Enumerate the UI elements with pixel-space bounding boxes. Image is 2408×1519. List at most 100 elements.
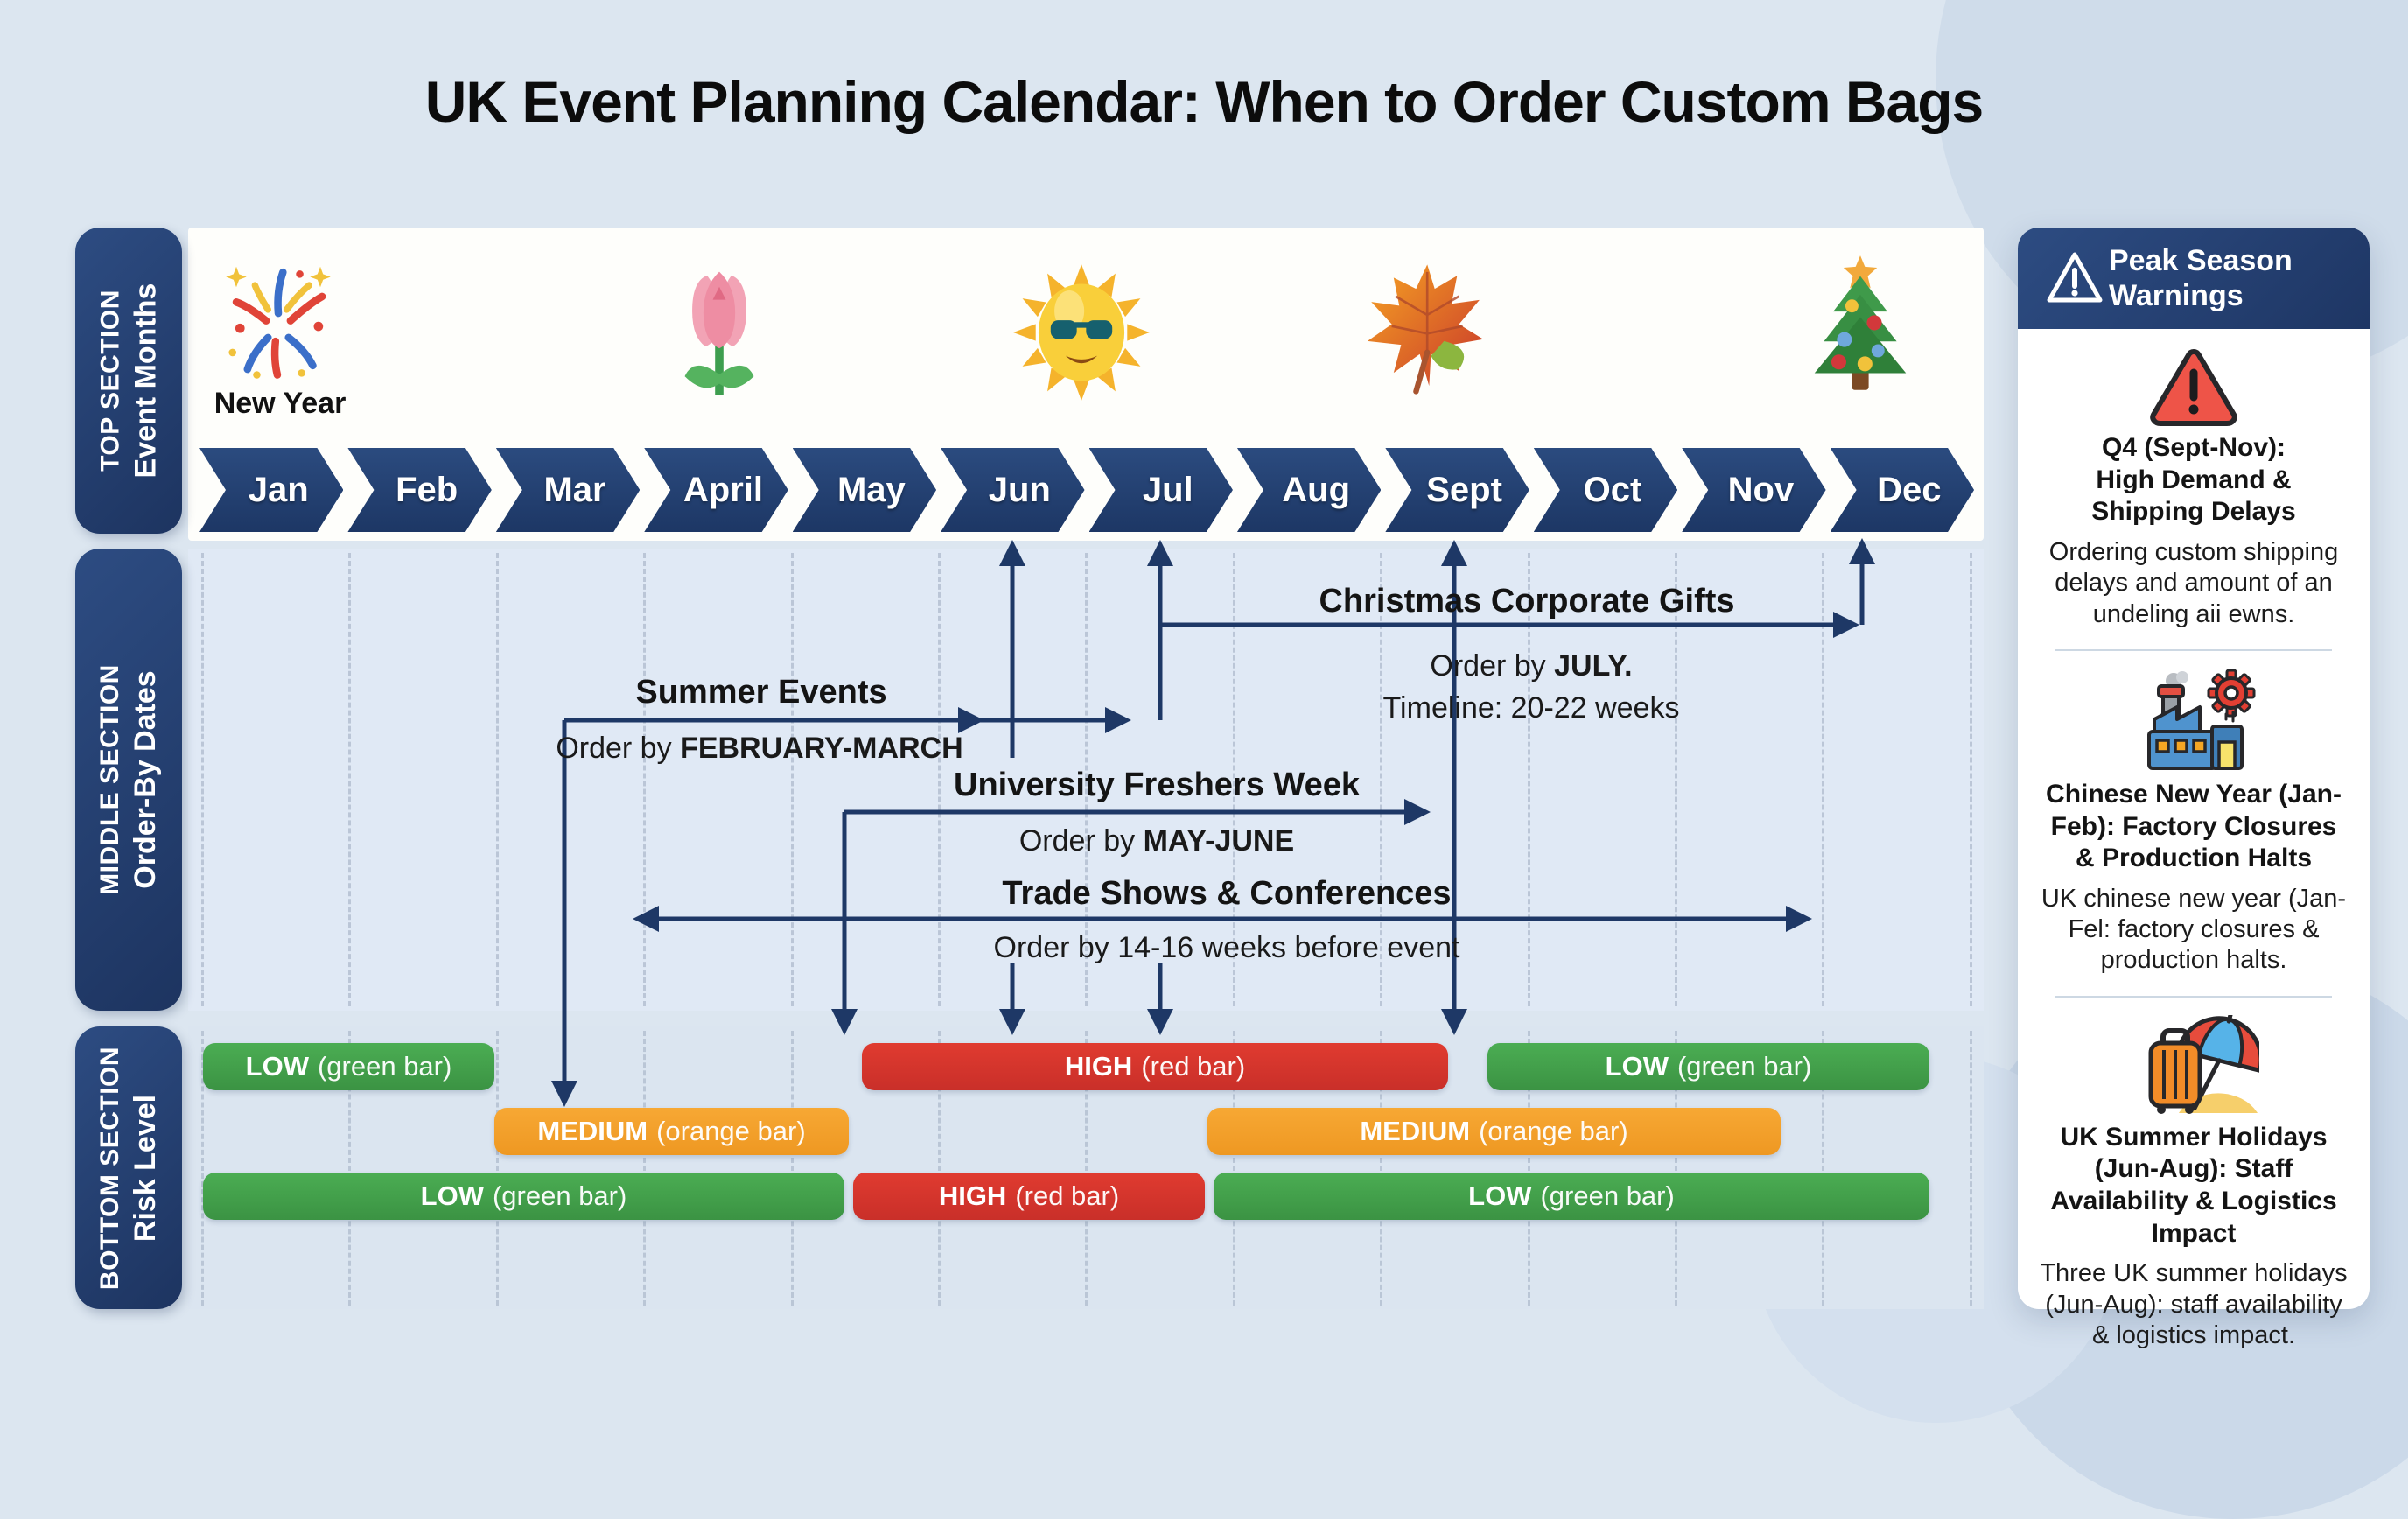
month-gridline [1380, 1031, 1382, 1306]
divider [2055, 648, 2332, 651]
month-gridline [1822, 1031, 1824, 1306]
risk-note: (green bar) [492, 1180, 627, 1211]
month-gridline [643, 1031, 646, 1306]
warning-triangle-icon [2150, 349, 2237, 426]
summer-events-order: Order by FEBRUARY-MARCH [556, 732, 962, 766]
month-gridline [1528, 553, 1530, 1006]
month-gridline [201, 553, 204, 1006]
tulip-icon [684, 271, 754, 396]
risk-note: (orange bar) [1479, 1116, 1628, 1146]
risk-note: (red bar) [1141, 1051, 1246, 1082]
risk-level: LOW [420, 1180, 484, 1211]
risk-bar-low-2: LOW(green bar) [1488, 1043, 1929, 1090]
freshers-week-title: University Freshers Week [954, 766, 1360, 803]
month-dec: Dec [1830, 448, 1974, 532]
month-sept: Sept [1385, 448, 1529, 532]
month-gridline [1233, 553, 1236, 1006]
risk-level: MEDIUM [1360, 1116, 1471, 1146]
month-feb: Feb [347, 448, 491, 532]
month-may: May [793, 448, 936, 532]
freshers-week-order: Order by MAY-JUNE [1019, 824, 1294, 858]
month-gridline [1675, 553, 1677, 1006]
freshers-order-prefix: Order by [1018, 824, 1144, 858]
page-title: UK Event Planning Calendar: When to Orde… [424, 69, 1984, 134]
month-nov: Nov [1682, 448, 1825, 532]
risk-bar-low-1: LOW (green bar) [203, 1043, 494, 1090]
warning-item-body: Ordering custom shipping delays and amou… [2048, 537, 2339, 628]
month-oct: Oct [1534, 448, 1677, 532]
section-label-middle: MIDDLE SECTION Order-By Dates [75, 549, 182, 1011]
section-top-line2: Event Months [128, 283, 162, 479]
section-label-bottom: BOTTOM SECTION Risk Level [75, 1026, 182, 1309]
risk-note: (orange bar) [656, 1116, 806, 1146]
month-gridline [1675, 1031, 1677, 1306]
month-jan: Jan [200, 448, 343, 532]
month-apr: April [644, 448, 788, 532]
summer-order-prefix: Order by [556, 732, 681, 765]
factory-icon [2147, 668, 2256, 770]
risk-level: HIGH [1064, 1051, 1133, 1082]
section-bottom-line2: Risk Level [128, 1094, 162, 1242]
risk-level: HIGH [938, 1180, 1007, 1211]
warning-item-body: Three UK summer holidays (Jun-Aug): staf… [2040, 1259, 2348, 1349]
month-gridline [1233, 1031, 1236, 1306]
warnings-header: Peak Season Warnings [2018, 228, 2370, 329]
new-year-label: New Year [214, 387, 346, 420]
freshers-order-date: MAY-JUNE [1143, 824, 1295, 858]
risk-note: (green bar) [1540, 1180, 1675, 1211]
risk-bar-high-2: HIGH (red bar) [853, 1172, 1205, 1220]
christmas-tree-icon [1814, 256, 1907, 390]
month-gridline [1380, 553, 1382, 1006]
christmas-order-date: JULY. [1554, 649, 1633, 682]
suitcase-umbrella-icon [2148, 1014, 2259, 1114]
risk-note: (green bar) [1676, 1051, 1812, 1082]
warning-item-cny: Chinese New Year (Jan-Feb): Factory Clos… [2018, 668, 2370, 998]
risk-bar-low-3: LOW (green bar) [203, 1172, 844, 1220]
section-bottom-line1: BOTTOM SECTION [95, 1046, 124, 1290]
risk-level: LOW [1605, 1051, 1669, 1082]
month-gridline [348, 553, 351, 1006]
warning-outline-icon [2047, 252, 2103, 303]
risk-bar-medium-1: MEDIUM (orange bar) [494, 1108, 849, 1155]
risk-level: LOW [245, 1051, 309, 1082]
month-gridline [791, 553, 794, 1006]
warning-item-title: UK Summer Holidays (Jun-Aug): Staff Avai… [2050, 1122, 2337, 1248]
risk-note: (red bar) [1015, 1180, 1120, 1211]
christmas-gifts-order: Order by JULY. [1430, 649, 1632, 683]
risk-bar-high-1: HIGH (red bar) [862, 1043, 1448, 1090]
section-middle-line2: Order-By Dates [128, 670, 162, 889]
month-gridline [1085, 1031, 1088, 1306]
summer-order-date: FEBRUARY-MARCH [680, 732, 963, 765]
trade-shows-title: Trade Shows & Conferences [1002, 875, 1452, 912]
fireworks-icon [226, 266, 331, 379]
month-mar: Mar [496, 448, 640, 532]
month-gridline [1822, 553, 1824, 1006]
warning-item-body: UK chinese new year (Jan-Fel: factory cl… [2040, 884, 2347, 975]
warning-item-title: Q4 (Sept-Nov): High Demand & Shipping De… [2091, 433, 2296, 527]
month-gridline [791, 1031, 794, 1306]
month-jul: Jul [1089, 448, 1233, 532]
section-middle-line1: MIDDLE SECTION [95, 664, 125, 895]
summer-events-title: Summer Events [635, 674, 887, 710]
maple-leaf-icon [1367, 264, 1484, 395]
christmas-gifts-timeline: Timeline: 20-22 weeks [1382, 691, 1680, 724]
warning-item-title: Chinese New Year (Jan-Feb): Factory Clos… [2046, 779, 2342, 873]
month-gridline [496, 553, 499, 1006]
sun-icon [1013, 264, 1150, 401]
christmas-order-prefix: Order by [1430, 649, 1555, 682]
risk-bar-low-4: LOW (green bar) [1214, 1172, 1929, 1220]
risk-level: LOW [1468, 1180, 1532, 1211]
month-gridline [496, 1031, 499, 1306]
month-gridline [938, 553, 941, 1006]
peak-season-warnings-panel: Peak Season Warnings Q4 (Sept-Nov): High… [2018, 228, 2370, 1349]
month-gridline [348, 1031, 351, 1306]
risk-bar-medium-2: MEDIUM (orange bar) [1208, 1108, 1781, 1155]
month-jun: Jun [941, 448, 1084, 532]
risk-note: (green bar) [317, 1051, 452, 1082]
month-gridline [201, 1031, 204, 1306]
month-gridline [1085, 553, 1088, 1006]
month-gridline [1528, 1031, 1530, 1306]
risk-level: MEDIUM [537, 1116, 648, 1146]
month-timeline: Jan Feb Mar April May Jun Jul Aug Sept O… [200, 448, 1974, 532]
month-gridline [643, 553, 646, 1006]
